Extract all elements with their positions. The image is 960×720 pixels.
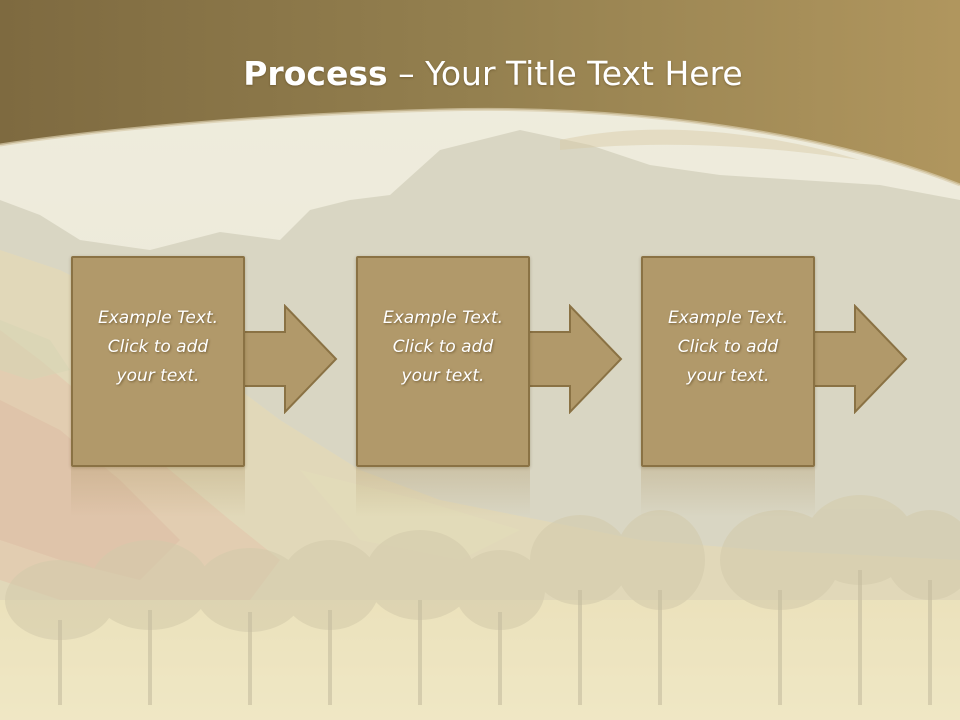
step-box[interactable] — [356, 256, 530, 467]
step-text-line: your text. — [686, 366, 770, 386]
step-text[interactable]: Example Text. Click to add your text. — [71, 304, 245, 391]
right-arrow-icon — [806, 304, 908, 414]
process-step-3: Example Text. Click to add your text. — [641, 256, 941, 517]
right-arrow-icon — [521, 304, 623, 414]
step-text-line: Example Text. — [97, 308, 219, 328]
title-rest: – Your Title Text Here — [387, 54, 743, 93]
slide-title: Process – Your Title Text Here — [0, 52, 960, 96]
right-arrow-icon — [236, 304, 338, 414]
step-text-line: Click to add — [392, 337, 494, 357]
step-text-line: Click to add — [677, 337, 779, 357]
step-reflection — [71, 467, 245, 517]
step-text-line: Example Text. — [667, 308, 789, 328]
title-bold: Process — [243, 54, 388, 93]
step-text-line: Click to add — [107, 337, 209, 357]
step-box[interactable] — [71, 256, 245, 467]
step-box[interactable] — [641, 256, 815, 467]
step-reflection — [356, 467, 530, 517]
process-step-1: Example Text. Click to add your text. — [71, 256, 371, 517]
process-step-2: Example Text. Click to add your text. — [356, 256, 656, 517]
step-text-line: your text. — [401, 366, 485, 386]
step-text[interactable]: Example Text. Click to add your text. — [641, 304, 815, 391]
step-text-line: Example Text. — [382, 308, 504, 328]
step-text[interactable]: Example Text. Click to add your text. — [356, 304, 530, 391]
step-text-line: your text. — [116, 366, 200, 386]
step-reflection — [641, 467, 815, 517]
